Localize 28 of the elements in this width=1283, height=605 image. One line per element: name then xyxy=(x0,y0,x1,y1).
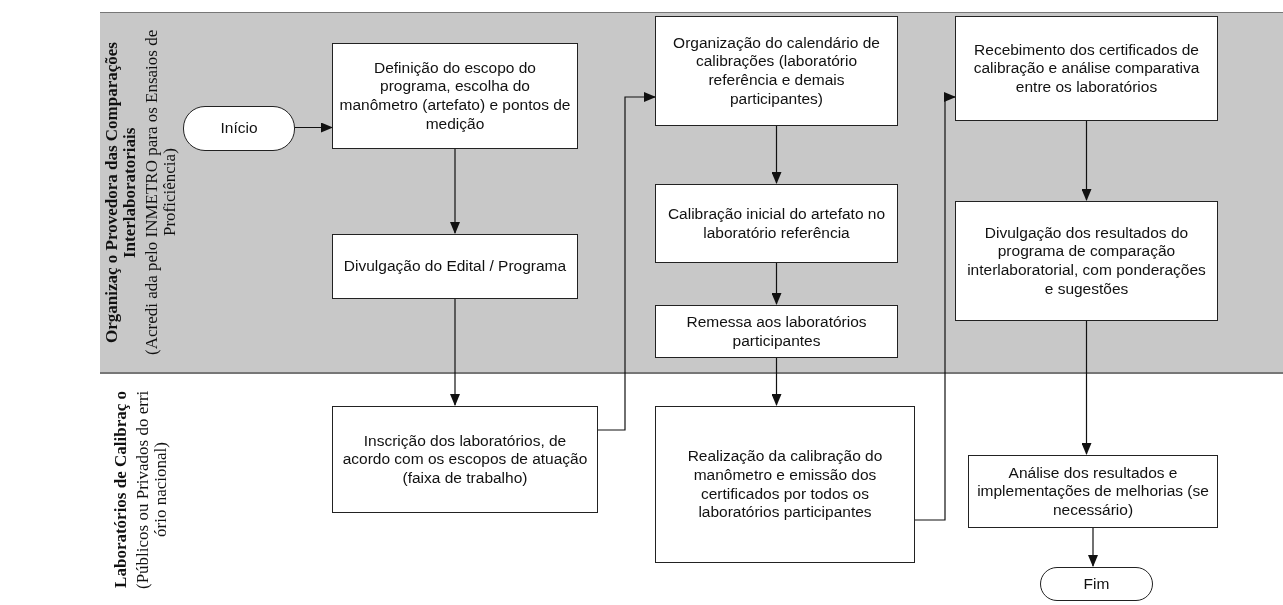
process-box: Definição do escopo do programa, escolha do manômetro (artefato) e pontos de medição xyxy=(332,43,578,149)
process-box: Divulgação dos resultados do programa de comparação interlaboratorial, com ponderações e sugestões xyxy=(955,201,1218,321)
process-box: Análise dos resultados e implementações de melhorias (se necessário) xyxy=(968,455,1218,528)
arrow xyxy=(771,356,782,406)
lane-title: Laboratórios de Calibraç o xyxy=(112,391,131,588)
arrow xyxy=(771,124,782,184)
terminal-node: Fim xyxy=(1040,567,1153,601)
process-box: Inscrição dos laboratórios, de acordo com os escopos de atuação (faixa de trabalho) xyxy=(332,406,598,513)
process-box: Realização da calibração do manômetro e emissão dos certificados por todos os laboratórios participantes xyxy=(655,406,915,563)
arrow xyxy=(1081,119,1092,201)
lane-subtitle: (Acredi ada pelo INMETRO para os Ensaios de Proficiência) xyxy=(143,28,179,358)
arrow xyxy=(1081,319,1092,455)
terminal-node: Início xyxy=(183,106,295,151)
swimlane xyxy=(100,12,1283,373)
process-box: Remessa aos laboratórios participantes xyxy=(655,305,898,358)
arrow xyxy=(450,147,460,234)
process-box: Calibração inicial do artefato no laboratório referência xyxy=(655,184,898,263)
arrow xyxy=(294,122,333,133)
arrow xyxy=(1088,526,1098,567)
process-box: Organização do calendário de calibrações (laboratório referência e demais participantes) xyxy=(655,16,898,126)
process-box: Divulgação do Edital / Programa xyxy=(332,234,578,299)
arrow xyxy=(450,297,460,406)
process-box: Recebimento dos certificados de calibração e análise comparativa entre os laboratórios xyxy=(955,16,1218,121)
lane-title: Organizaç o Provedora das Comparações Interlaboratoriais xyxy=(103,41,139,345)
arrow xyxy=(771,261,782,305)
lane-subtitle: (Públicos ou Privados do erri ório nacional) xyxy=(134,389,170,591)
arrow xyxy=(597,92,656,431)
arrow xyxy=(914,92,956,521)
